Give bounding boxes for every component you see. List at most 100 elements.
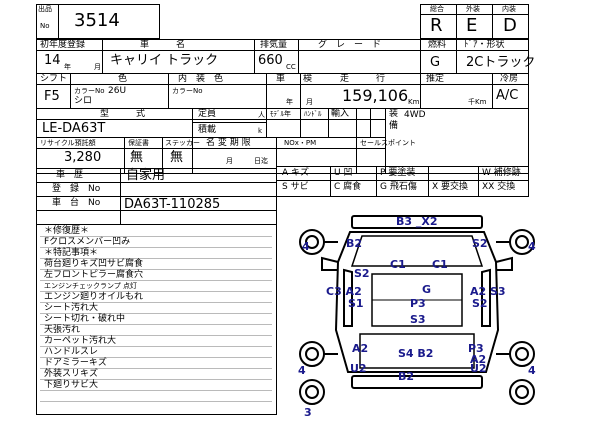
ac-value: A/C [496, 88, 519, 103]
mark-p3b: P3 [468, 342, 484, 355]
color-no-label: カラーNo [74, 87, 105, 95]
shift-value: F5 [44, 89, 60, 104]
month-unit: 月 [94, 63, 101, 71]
mark-b3x2: B3 _X2 [396, 215, 438, 228]
legend-u: U 凹 [334, 168, 353, 178]
note-line-3: ＊特記事項＊ [44, 248, 99, 258]
overall-grade-label: 総合 [430, 5, 444, 13]
mark-s3: S3 [410, 313, 426, 326]
change-month-unit: 月 [226, 157, 233, 165]
mark-u2b: U2 [470, 362, 487, 375]
mark-c3a2: C3 A2 [326, 285, 362, 298]
model-value: LE-DA63T [42, 121, 106, 136]
note-line-5: 左フロントピラー腐食穴 [44, 270, 144, 280]
legend-p: P 要塗装 [380, 168, 416, 178]
grade-label: グ レ ー ド [318, 40, 382, 50]
note-line-6: エンジンチェックランプ 点灯 [44, 282, 138, 290]
inspection-year-unit: 年 [286, 98, 293, 106]
note-line-7: エンジン廻りオイルもれ [44, 292, 144, 302]
note-line-12: ハンドルスレ [44, 347, 99, 357]
color-no-value: 26U [108, 86, 127, 96]
mark-s1: S1 [348, 297, 364, 310]
mileage-label: 走 行 [340, 74, 386, 84]
note-line-2: Fクロスメンバー凹み [44, 237, 131, 247]
lot-label-2: No [40, 22, 50, 30]
warranty-label: 保証書 [128, 139, 149, 147]
note-line-9: シート切れ・破れ中 [44, 314, 126, 324]
displacement-value: 660 [258, 53, 283, 68]
inspection-label: 車 検 [276, 74, 313, 84]
mark-s2a: S2 [472, 237, 488, 250]
mark-a2s3: A2 S3 [470, 285, 506, 298]
registration-label: 登 録 No [52, 184, 101, 194]
note-line-10: 天張汚れ [44, 325, 81, 335]
km-unit: Km [408, 98, 420, 106]
mark-s2b: S2 [354, 267, 370, 280]
mark-three: 3 [304, 406, 312, 419]
interior-color-label: 内 装 色 [178, 74, 224, 84]
mark-b2a: B2 [346, 237, 362, 250]
cc-unit: CC [286, 63, 296, 71]
note-line-8: シート汚れ大 [44, 303, 99, 313]
car-name-label: 車 名 [140, 40, 186, 50]
door-shape-value: 2Cトラック [466, 55, 536, 70]
legend-x: X 要交換 [432, 182, 469, 192]
person-unit: 人 [258, 111, 265, 119]
exterior-grade: E [466, 15, 478, 36]
model-label: 型 式 [100, 109, 146, 119]
mark-p3a: P3 [410, 297, 426, 310]
equip-label-2: 備 [389, 121, 399, 131]
recycle-label: リサイクル預託額 [40, 139, 96, 147]
note-line-14: 外装スリキズ [44, 369, 99, 379]
lot-label-1: 出品 [38, 5, 52, 13]
displacement-label: 排気量 [260, 40, 288, 50]
history-value: 自家用 [126, 168, 166, 183]
history-label: 車 歴 [56, 170, 84, 180]
interior-grade-label: 内装 [502, 5, 516, 13]
legend-w: W 補修跡 [482, 168, 521, 178]
mark-four-3: 4 [298, 364, 306, 377]
mark-s4b2: S4 B2 [398, 347, 433, 360]
color-label: 色 [118, 74, 128, 84]
mark-c1b: C1 [432, 258, 448, 271]
load-label: 積載 [198, 125, 217, 135]
mark-g: G [422, 283, 431, 296]
inspection-month-unit: 月 [306, 98, 313, 106]
int-color-no-label: カラーNo [172, 87, 203, 95]
equip-label-1: 装 [389, 109, 399, 119]
capacity-label: 定員 [198, 109, 217, 119]
mark-four-4: 4 [528, 364, 536, 377]
sticker-label: ステッカー [165, 139, 200, 147]
change-day-unit: 日迄 [254, 157, 268, 165]
door-shape-label: ﾄﾞｱ・形状 [464, 40, 505, 50]
mark-s2c: S2 [472, 297, 488, 310]
sales-point-label: セールスポイント [360, 139, 416, 147]
overall-grade: R [430, 15, 443, 36]
recycle-value: 3,280 [64, 150, 102, 165]
mark-u2a: U2 [350, 362, 367, 375]
lot-number: 3514 [74, 10, 120, 31]
ac-label: 冷房 [500, 74, 519, 84]
fuel-label: 燃料 [428, 40, 447, 50]
mark-four-2: 4 [528, 240, 536, 253]
handle-label: ﾊﾝﾄﾞﾙ [304, 110, 322, 118]
mark-a2b: A2 [470, 353, 486, 366]
thousand-km-unit: 千Km [468, 98, 487, 106]
first-reg-year: 14 [44, 53, 61, 68]
interior-grade: D [503, 15, 517, 36]
legend-xx: XX 交換 [482, 182, 516, 192]
mark-b2c: B2 [398, 370, 414, 383]
first-reg-label: 初年度登録 [40, 40, 86, 50]
fuel-value: G [430, 55, 441, 70]
legend-g: G 飛石傷 [380, 182, 417, 192]
exterior-grade-label: 外装 [466, 5, 480, 13]
year-unit: 年 [64, 63, 71, 71]
name-change-label: 名 変 期 限 [206, 138, 251, 148]
car-name: キャリイ トラック [110, 53, 219, 68]
load-unit: k [258, 127, 263, 135]
chassis-label: 車 台 No [52, 198, 101, 208]
legend-a: A キズ [282, 168, 310, 178]
chassis-value: DA63T-110285 [124, 197, 221, 212]
note-line-13: ドアミラーキズ [44, 358, 107, 368]
warranty-value: 無 [130, 150, 144, 165]
